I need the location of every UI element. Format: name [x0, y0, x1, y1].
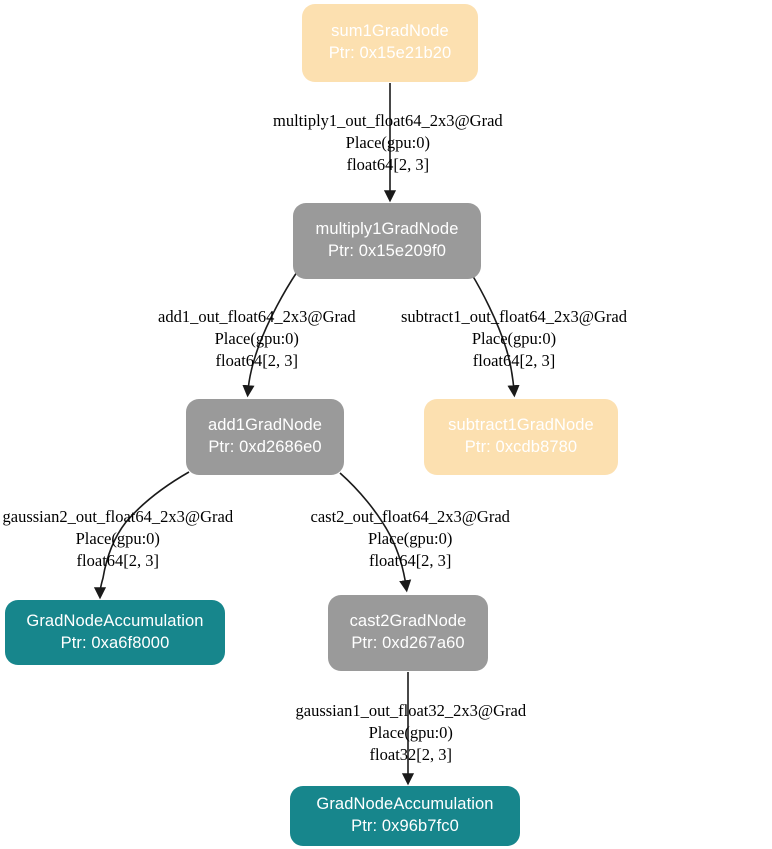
edge-label-name: add1_out_float64_2x3@Grad [158, 307, 356, 326]
node-pointer: Ptr: 0x96b7fc0 [351, 817, 459, 835]
edge-label-dtype: float64[2, 3] [472, 351, 556, 371]
node-pointer: Ptr: 0xcdb8780 [464, 438, 578, 456]
edge-label-dtype: float64[2, 3] [368, 551, 452, 571]
node-title: multiply1GradNode [315, 220, 459, 239]
node-title: subtract1GradNode [448, 416, 594, 435]
node-title: sum1GradNode [331, 22, 449, 41]
edge-label-name: subtract1_out_float64_2x3@Grad [401, 307, 627, 326]
edge-label-dtype: float64[2, 3] [76, 551, 160, 571]
edge-label-place: Place(gpu:0) [75, 529, 160, 549]
edge-label-name: gaussian1_out_float32_2x3@Grad [295, 701, 527, 720]
edge-label-dtype: float32[2, 3] [369, 745, 453, 765]
edge-label-name: gaussian2_out_float64_2x3@Grad [2, 507, 234, 526]
edge-label-place: Place(gpu:0) [214, 329, 299, 349]
node-title: add1GradNode [207, 416, 323, 435]
edge-label-place: Place(gpu:0) [368, 529, 453, 549]
node-pointer: Ptr: 0xa6f8000 [60, 633, 170, 652]
edge-label-dtype: float64[2, 3] [346, 155, 430, 175]
edge-label-name: cast2_out_float64_2x3@Grad [310, 507, 510, 526]
node-title: GradNodeAccumulation [316, 795, 494, 814]
edge-label-dtype: float64[2, 3] [215, 351, 299, 371]
node-pointer: Ptr: 0xd2686e0 [208, 438, 322, 456]
node-pointer: Ptr: 0x15e209f0 [328, 242, 446, 260]
node-pointer: Ptr: 0x15e21b20 [328, 44, 452, 62]
edge-label-place: Place(gpu:0) [471, 329, 557, 349]
edge-label-place: Place(gpu:0) [368, 723, 453, 743]
edge-label-name: multiply1_out_float64_2x3@Grad [273, 111, 503, 130]
node-title: cast2GradNode [349, 612, 467, 631]
node-pointer: Ptr: 0xd267a60 [351, 634, 465, 652]
edge-label-place: Place(gpu:0) [345, 133, 430, 153]
node-title: GradNodeAccumulation [26, 611, 204, 630]
